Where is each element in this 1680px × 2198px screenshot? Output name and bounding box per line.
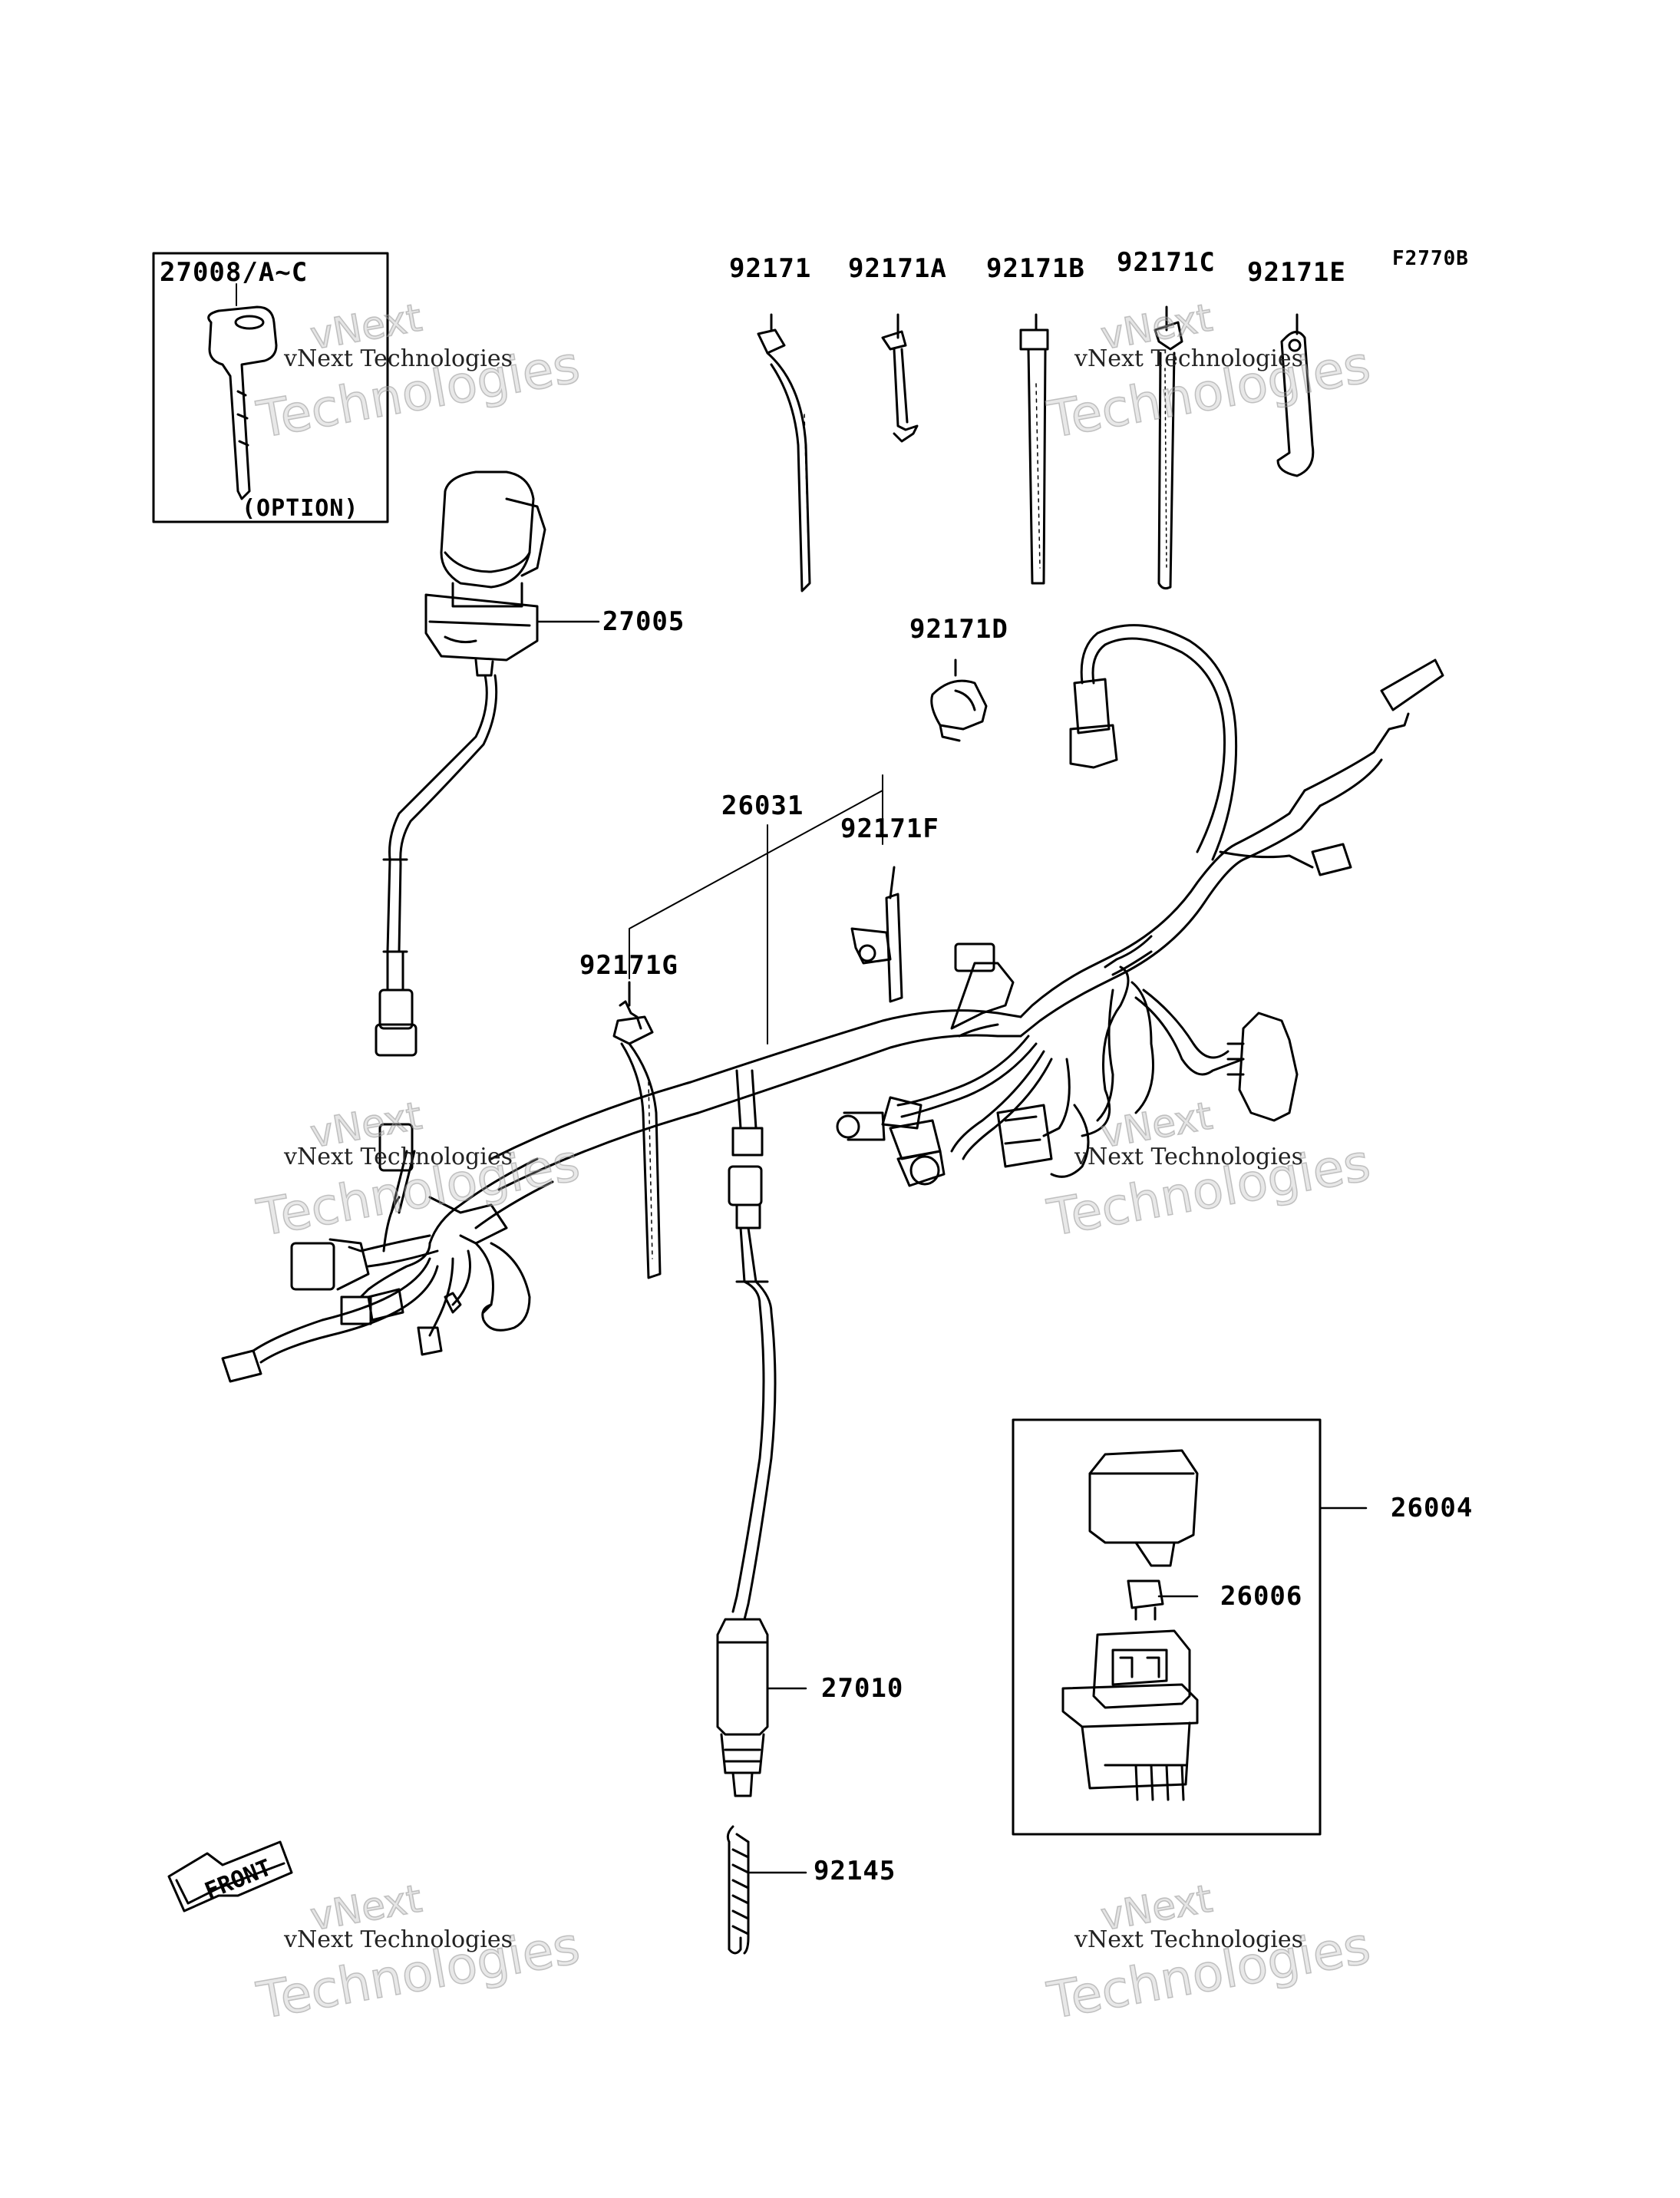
part-label-26006: 26006 — [1220, 1581, 1303, 1612]
part-label-27008: 27008/A~C — [160, 257, 309, 288]
part-label-92171e: 92171E — [1247, 257, 1346, 288]
band-92171g-part — [612, 981, 662, 1279]
relay-assembly-part — [1061, 1449, 1368, 1801]
part-label-92171f: 92171F — [840, 814, 939, 844]
figure-code-label: F2770B — [1392, 247, 1469, 270]
part-label-92145: 92145 — [814, 1856, 896, 1886]
clamp-92171f-part — [850, 866, 903, 1003]
part-label-92171a: 92171A — [848, 253, 947, 284]
band-92171c-part — [1154, 305, 1183, 590]
part-label-27005: 27005 — [602, 606, 685, 637]
part-label-option: (OPTION) — [242, 495, 359, 522]
ignition-switch-part — [375, 470, 600, 1057]
brake-switch-part — [716, 1165, 807, 1797]
key-option-box — [152, 252, 389, 523]
clamp-92171d-part — [930, 658, 988, 742]
part-label-92171: 92171 — [729, 253, 812, 284]
band-92171a-part — [881, 313, 919, 443]
part-label-26004: 26004 — [1391, 1493, 1474, 1523]
key-part — [207, 305, 278, 500]
front-arrow — [167, 1840, 293, 1913]
part-label-92171c: 92171C — [1117, 247, 1216, 278]
band-92171b-part — [1019, 313, 1049, 585]
relay-option-box — [1012, 1418, 1322, 1836]
part-label-92171d: 92171D — [909, 614, 1008, 645]
band-92171e-part — [1276, 313, 1315, 477]
spring-part — [726, 1825, 807, 1955]
main-harness-part — [221, 624, 1444, 1383]
band-92171-part — [757, 313, 811, 592]
part-label-92171b: 92171B — [986, 253, 1085, 284]
part-label-92171g: 92171G — [579, 950, 678, 981]
part-label-26031: 26031 — [721, 790, 804, 821]
part-label-27010: 27010 — [821, 1673, 904, 1704]
